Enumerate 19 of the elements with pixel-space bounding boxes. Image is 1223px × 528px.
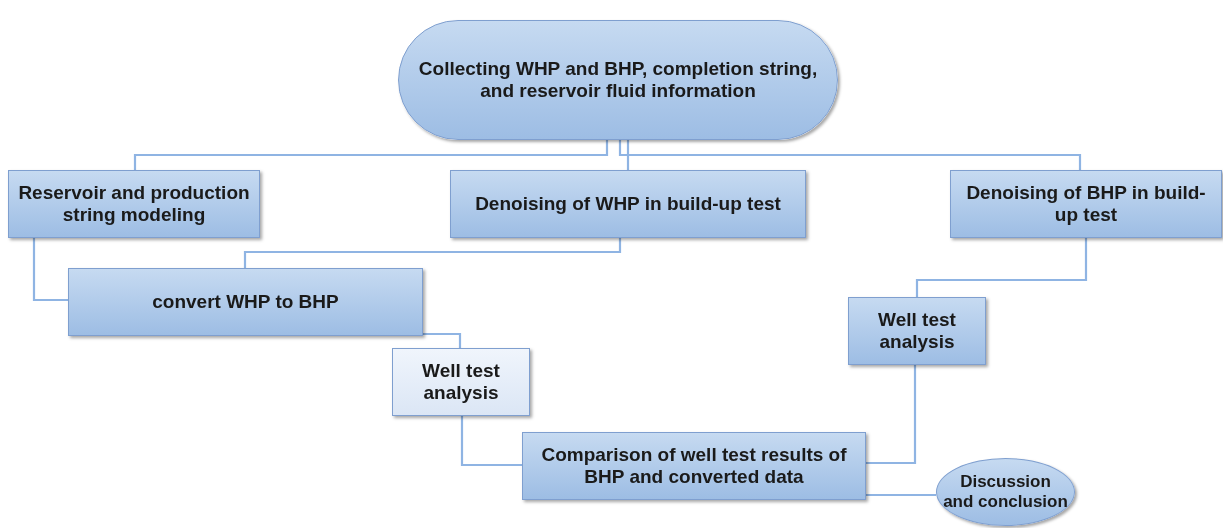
connector-line [626,140,630,170]
process-box: Well test analysis [848,297,986,365]
connector-line [133,140,609,170]
connector-line [32,238,68,302]
process-box: Denoising of BHP in build-up test [950,170,1222,238]
connector-line [866,365,917,465]
connector-line [915,238,1088,297]
process-box: Reservoir and production string modeling [8,170,260,238]
process-box: Well test analysis [392,348,530,416]
connector-line [866,493,936,497]
process-box: convert WHP to BHP [68,268,423,336]
connector-line [618,140,1082,170]
end-terminal: Discussion and conclusion [936,458,1075,526]
process-box: Denoising of WHP in build-up test [450,170,806,238]
connector-line [423,332,462,348]
start-terminal: Collecting WHP and BHP, completion string, and reservoir fluid information [398,20,838,140]
connector-line [243,238,622,268]
process-box: Comparison of well test results of BHP and converted data [522,432,866,500]
connector-line [460,416,522,467]
